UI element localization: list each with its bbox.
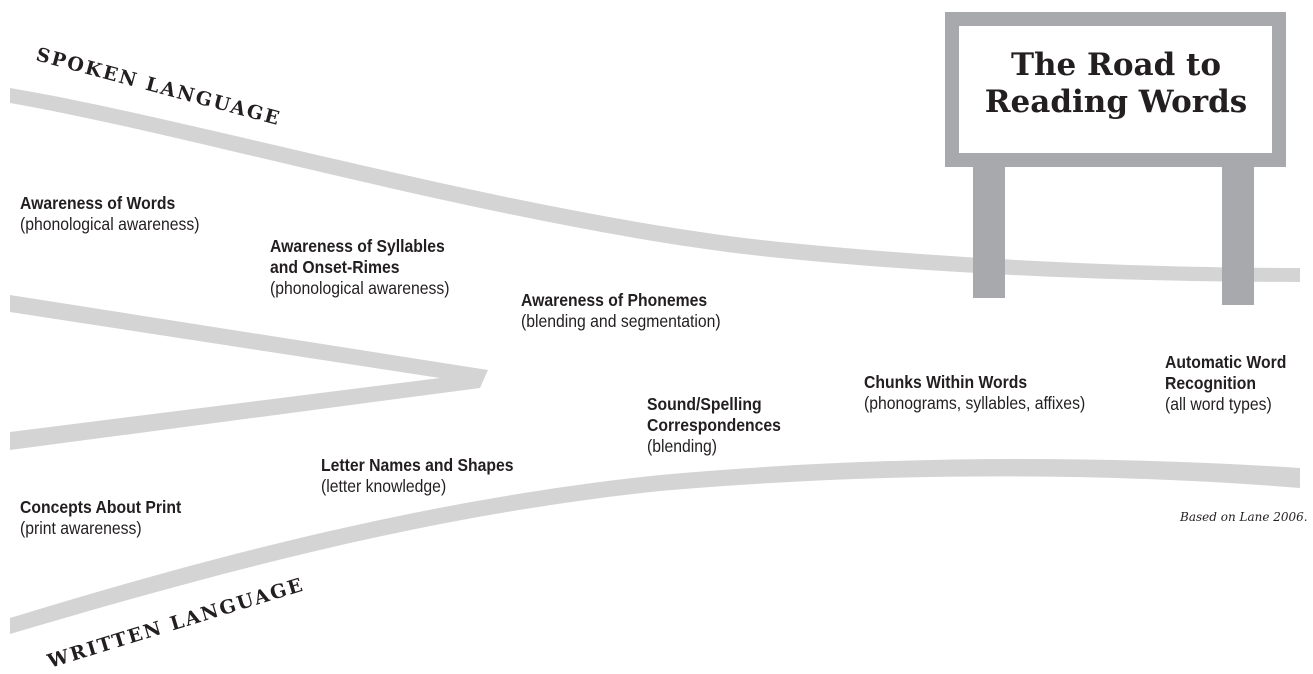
sign-post-left bbox=[973, 150, 1005, 298]
written-language-road bbox=[10, 458, 1300, 634]
stage-title: Concepts About Print bbox=[20, 497, 182, 517]
stage-subtitle: (blending and segmentation) bbox=[521, 311, 721, 331]
source-credit: Based on Lane 2006. bbox=[1180, 510, 1308, 524]
stage-chunks-within-words: Chunks Within Words (phonograms, syllabl… bbox=[864, 372, 1085, 414]
stage-subtitle: (phonological awareness) bbox=[270, 278, 450, 298]
stage-title: Sound/Spelling bbox=[647, 394, 762, 414]
spoken-language-label: SPOKEN LANGUAGE bbox=[34, 44, 284, 131]
stage-subtitle: (phonograms, syllables, affixes) bbox=[864, 393, 1086, 413]
stage-title: Automatic Word bbox=[1165, 352, 1287, 372]
middle-road-wedge bbox=[10, 295, 488, 450]
stage-awareness-of-words: Awareness of Words (phonological awarene… bbox=[20, 193, 199, 235]
stage-sound-spelling: Sound/Spelling Correspondences (blending… bbox=[647, 394, 781, 457]
road-sign bbox=[945, 12, 1286, 167]
stage-title: and Onset-Rimes bbox=[270, 257, 400, 277]
sign-title-line1: The Road to bbox=[1011, 47, 1221, 83]
stage-automatic-word-recognition: Automatic Word Recognition (all word typ… bbox=[1165, 352, 1286, 415]
stage-awareness-of-phonemes: Awareness of Phonemes (blending and segm… bbox=[521, 290, 721, 332]
stage-subtitle: (all word types) bbox=[1165, 394, 1272, 414]
stage-title: Recognition bbox=[1165, 373, 1256, 393]
stage-concepts-about-print: Concepts About Print (print awareness) bbox=[20, 497, 181, 539]
stage-subtitle: (print awareness) bbox=[20, 518, 142, 538]
stage-subtitle: (phonological awareness) bbox=[20, 214, 200, 234]
stage-title: Awareness of Phonemes bbox=[521, 290, 708, 310]
stage-title: Awareness of Words bbox=[20, 193, 176, 213]
stage-title: Correspondences bbox=[647, 415, 781, 435]
sign-title-line2: Reading Words bbox=[985, 84, 1247, 120]
written-language-label: WRITTEN LANGUAGE bbox=[44, 574, 307, 673]
stage-subtitle: (blending) bbox=[647, 436, 718, 456]
stage-letter-names: Letter Names and Shapes (letter knowledg… bbox=[321, 455, 514, 497]
sign-post-right bbox=[1222, 150, 1254, 305]
stage-title: Awareness of Syllables bbox=[270, 236, 445, 256]
stage-title: Chunks Within Words bbox=[864, 372, 1028, 392]
stage-subtitle: (letter knowledge) bbox=[321, 476, 447, 496]
stage-awareness-of-syllables: Awareness of Syllables and Onset-Rimes (… bbox=[270, 236, 449, 299]
stage-title: Letter Names and Shapes bbox=[321, 455, 514, 475]
